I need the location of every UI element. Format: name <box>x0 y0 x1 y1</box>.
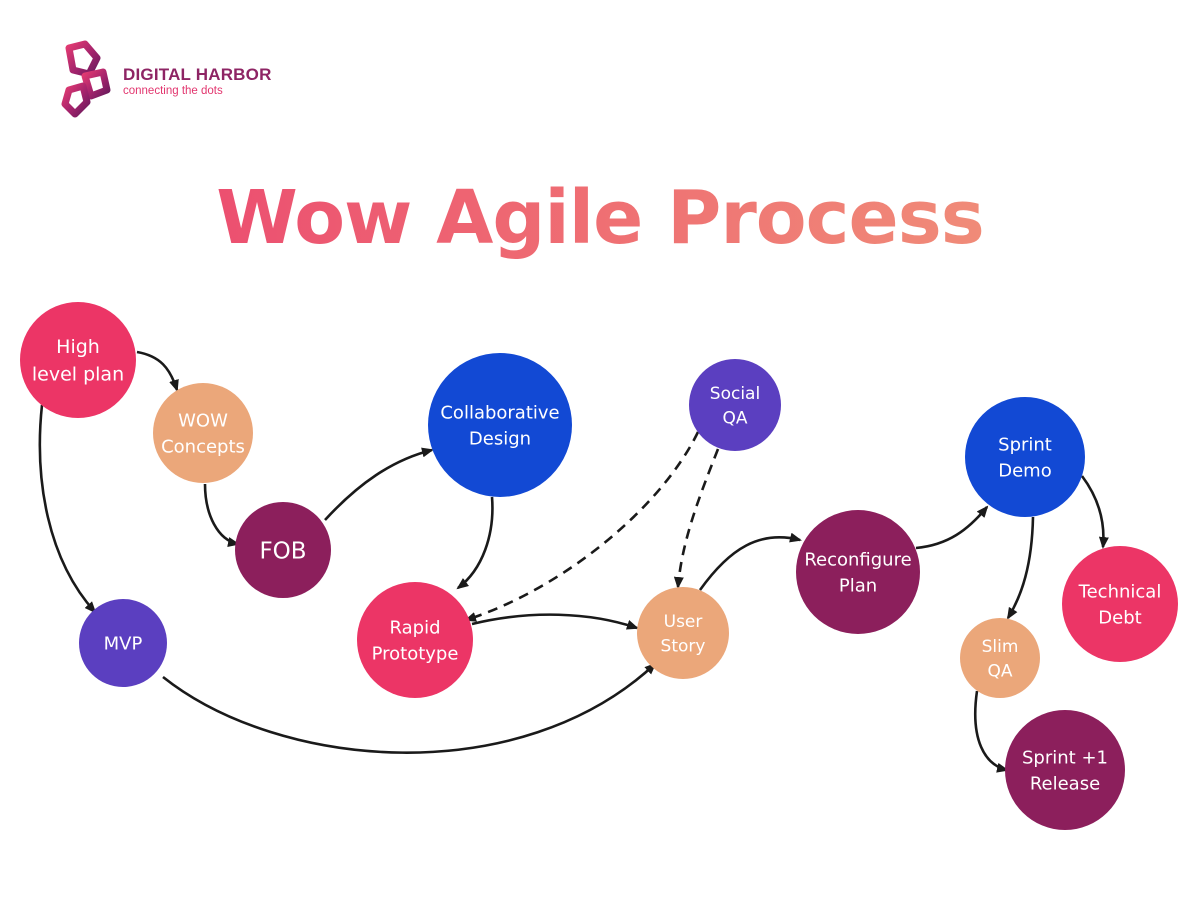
node-circle-reconfigure-plan <box>796 510 920 634</box>
arrow-collaborative-design-to-rapid-prototype <box>456 496 494 590</box>
node-label-high-level-plan: High <box>56 336 100 358</box>
node-label-user-story: User <box>664 612 703 632</box>
arrow-high-level-plan-to-wow-concepts <box>136 350 179 392</box>
arrow-reconfigure-plan-to-sprint-demo <box>915 505 989 550</box>
node-label-social-qa: QA <box>722 408 747 428</box>
node-circle-slim-qa <box>960 618 1040 698</box>
node-circle-collaborative-design <box>428 353 572 497</box>
node-fob: FOB <box>235 502 331 598</box>
node-high-level-plan: High level plan <box>20 302 136 418</box>
node-circle-social-qa <box>689 359 781 451</box>
arrow-mvp-to-user-story <box>162 662 657 754</box>
node-label-rapid-prototype: Prototype <box>372 644 459 665</box>
brand-tagline: connecting the dots <box>123 85 223 97</box>
arrow-slim-qa-to-sprint-plus-1-release <box>973 690 1009 773</box>
node-label-fob: FOB <box>259 538 306 564</box>
node-circle-user-story <box>637 587 729 679</box>
arrow-user-story-to-reconfigure-plan <box>698 532 802 591</box>
node-label-reconfigure-plan: Reconfigure <box>804 549 911 570</box>
node-label-collaborative-design: Collaborative <box>440 402 559 423</box>
arrow-social-qa-to-rapid-prototype <box>464 431 700 622</box>
node-label-wow-concepts: WOW <box>178 410 228 431</box>
node-circle-rapid-prototype <box>357 582 473 698</box>
node-label-reconfigure-plan: Plan <box>839 576 877 597</box>
brand-name: DIGITAL HARBOR <box>123 65 272 84</box>
node-circle-technical-debt <box>1062 546 1178 662</box>
brand-logo: DIGITAL HARBOR connecting the dots <box>55 40 315 120</box>
arrow-sprint-demo-to-technical-debt <box>1080 475 1109 549</box>
digital-harbor-logo-icon <box>61 40 111 118</box>
node-label-wow-concepts: Concepts <box>161 437 245 458</box>
node-sprint-plus-1-release: Sprint +1 Release <box>1005 710 1125 830</box>
node-label-slim-qa: QA <box>987 661 1012 681</box>
node-mvp: MVP <box>79 599 167 687</box>
node-label-high-level-plan: level plan <box>32 364 124 386</box>
node-circle-mvp <box>79 599 167 687</box>
arrow-social-qa-to-user-story <box>673 448 720 589</box>
node-label-mvp: MVP <box>104 633 143 654</box>
node-circle-fob <box>235 502 331 598</box>
node-label-sprint-plus-1-release: Sprint +1 <box>1022 747 1108 768</box>
node-label-sprint-demo: Sprint <box>998 434 1052 455</box>
arrow-rapid-prototype-to-user-story <box>471 613 639 630</box>
arrow-high-level-plan-to-mvp <box>38 404 97 614</box>
node-label-collaborative-design: Design <box>469 429 531 450</box>
node-label-social-qa: Social <box>710 384 760 404</box>
node-label-sprint-plus-1-release: Release <box>1030 774 1100 795</box>
node-circle-high-level-plan <box>20 302 136 418</box>
arrow-fob-to-collaborative-design <box>324 447 434 521</box>
node-wow-concepts: WOW Concepts <box>153 383 253 483</box>
node-label-slim-qa: Slim <box>982 637 1019 657</box>
arrow-sprint-demo-to-slim-qa <box>1006 516 1035 620</box>
page-title: Wow Agile Process <box>0 168 1200 268</box>
node-label-sprint-demo: Demo <box>998 461 1051 482</box>
node-label-user-story: Story <box>661 636 706 656</box>
node-label-technical-debt: Debt <box>1098 608 1141 629</box>
node-circle-sprint-demo <box>965 397 1085 517</box>
node-label-rapid-prototype: Rapid <box>390 617 441 638</box>
arrow-wow-concepts-to-fob <box>203 483 240 547</box>
node-circle-sprint-plus-1-release <box>1005 710 1125 830</box>
node-label-technical-debt: Technical <box>1078 581 1162 602</box>
node-circle-wow-concepts <box>153 383 253 483</box>
